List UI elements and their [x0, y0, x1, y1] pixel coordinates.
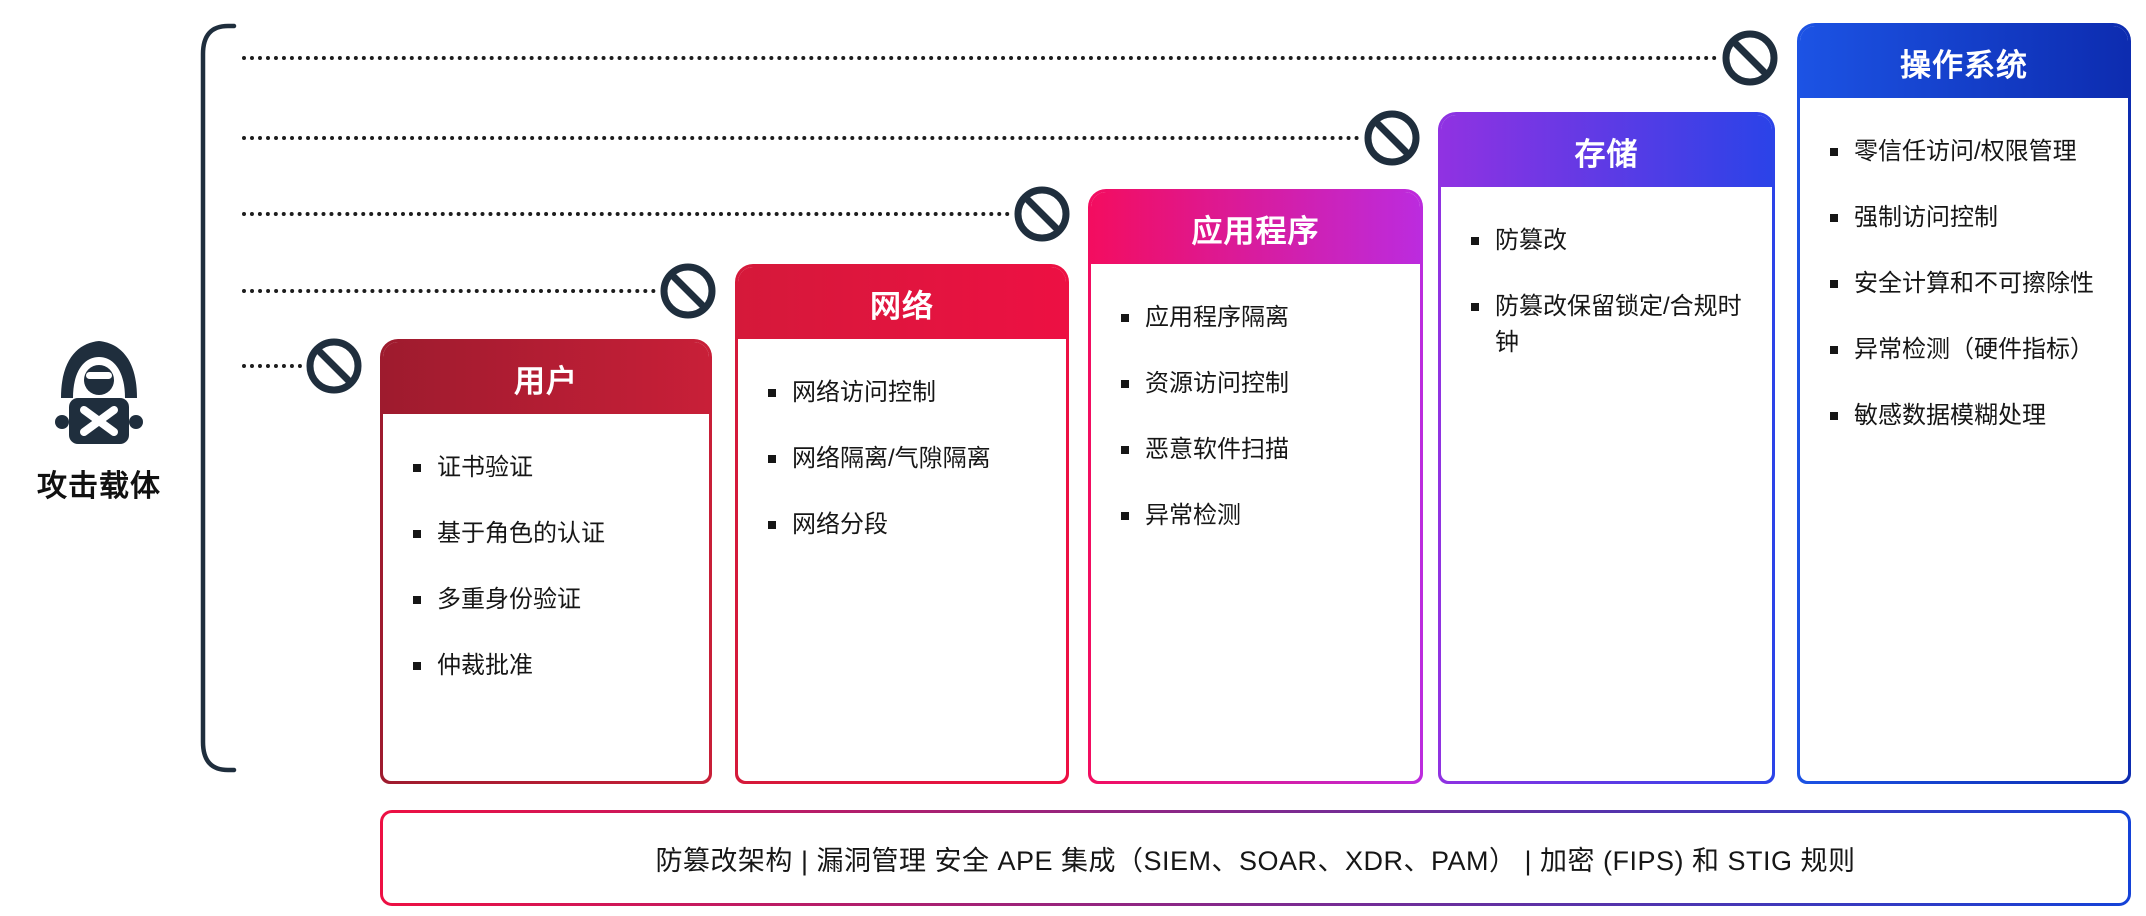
hacker-icon: [55, 341, 143, 444]
bullet-icon: [413, 596, 421, 604]
no-entry-icon: [656, 259, 720, 323]
layer-item: 安全计算和不可擦除性: [1830, 266, 2104, 302]
bullet-icon: [1121, 380, 1129, 388]
layer-card-user: 用户 证书验证 基于角色的认证 多重身份验证 仲裁批准: [380, 339, 712, 784]
layer-item: 敏感数据模糊处理: [1830, 398, 2104, 434]
layer-card-network: 网络 网络访问控制 网络隔离/气隙隔离 网络分段: [735, 264, 1069, 784]
attack-path-line-network: [242, 289, 688, 293]
layer-item: 多重身份验证: [413, 582, 685, 618]
layer-item: 防篡改保留锁定/合规时钟: [1471, 289, 1748, 361]
layer-item: 网络隔离/气隙隔离: [768, 441, 1042, 477]
security-foundation-text: 防篡改架构 | 漏洞管理 安全 APE 集成（SIEM、SOAR、XDR、PAM…: [383, 813, 2128, 903]
layer-item: 仲裁批准: [413, 648, 685, 684]
bullet-icon: [1121, 314, 1129, 322]
layer-items: 防篡改 防篡改保留锁定/合规时钟: [1471, 223, 1748, 361]
layer-title-application: 应用程序: [1091, 192, 1420, 264]
layer-item: 异常检测: [1121, 498, 1396, 534]
bullet-icon: [1121, 446, 1129, 454]
attack-path-line-os: [242, 56, 1750, 60]
bullet-icon: [1121, 512, 1129, 520]
layer-item: 证书验证: [413, 450, 685, 486]
no-entry-icon: [1718, 26, 1782, 90]
layer-item: 网络分段: [768, 507, 1042, 543]
layer-card-storage: 存储 防篡改 防篡改保留锁定/合规时钟: [1438, 112, 1775, 784]
attack-brace: [200, 23, 237, 773]
bullet-icon: [413, 662, 421, 670]
layer-items: 网络访问控制 网络隔离/气隙隔离 网络分段: [768, 375, 1042, 543]
layer-items: 证书验证 基于角色的认证 多重身份验证 仲裁批准: [413, 450, 685, 684]
layer-items: 应用程序隔离 资源访问控制 恶意软件扫描 异常检测: [1121, 300, 1396, 534]
layer-card-application: 应用程序 应用程序隔离 资源访问控制 恶意软件扫描 异常检测: [1088, 189, 1423, 784]
bullet-icon: [1830, 148, 1838, 156]
bullet-icon: [768, 521, 776, 529]
bullet-icon: [1830, 412, 1838, 420]
layer-item: 应用程序隔离: [1121, 300, 1396, 336]
layer-title-user: 用户: [383, 342, 709, 414]
layer-item: 强制访问控制: [1830, 200, 2104, 236]
layer-title-storage: 存储: [1441, 115, 1772, 187]
layer-item: 网络访问控制: [768, 375, 1042, 411]
attack-path-line-storage: [242, 136, 1392, 140]
attack-vector: 攻击载体: [14, 330, 184, 505]
layer-item: 资源访问控制: [1121, 366, 1396, 402]
attack-path-line-application: [242, 212, 1042, 216]
bullet-icon: [1471, 237, 1479, 245]
attack-vector-label: 攻击载体: [37, 470, 161, 503]
no-entry-icon: [302, 334, 366, 398]
no-entry-icon: [1360, 106, 1424, 170]
bullet-icon: [768, 389, 776, 397]
layer-card-os: 操作系统 零信任访问/权限管理 强制访问控制 安全计算和不可擦除性 异常检测（硬…: [1797, 23, 2131, 784]
layer-item: 恶意软件扫描: [1121, 432, 1396, 468]
bullet-icon: [413, 530, 421, 538]
layer-item: 防篡改: [1471, 223, 1748, 259]
bullet-icon: [1830, 346, 1838, 354]
layer-item: 基于角色的认证: [413, 516, 685, 552]
layer-title-os: 操作系统: [1800, 26, 2128, 98]
bullet-icon: [413, 464, 421, 472]
no-entry-icon: [1010, 182, 1074, 246]
bullet-icon: [768, 455, 776, 463]
bullet-icon: [1830, 280, 1838, 288]
attack-path-line-user: [242, 364, 334, 368]
layer-title-network: 网络: [738, 267, 1066, 339]
bullet-icon: [1830, 214, 1838, 222]
bullet-icon: [1471, 303, 1479, 311]
layer-items: 零信任访问/权限管理 强制访问控制 安全计算和不可擦除性 异常检测（硬件指标） …: [1830, 134, 2104, 434]
security-foundation-bar: 防篡改架构 | 漏洞管理 安全 APE 集成（SIEM、SOAR、XDR、PAM…: [380, 810, 2131, 906]
layer-item: 异常检测（硬件指标）: [1830, 332, 2104, 368]
layer-item: 零信任访问/权限管理: [1830, 134, 2104, 170]
